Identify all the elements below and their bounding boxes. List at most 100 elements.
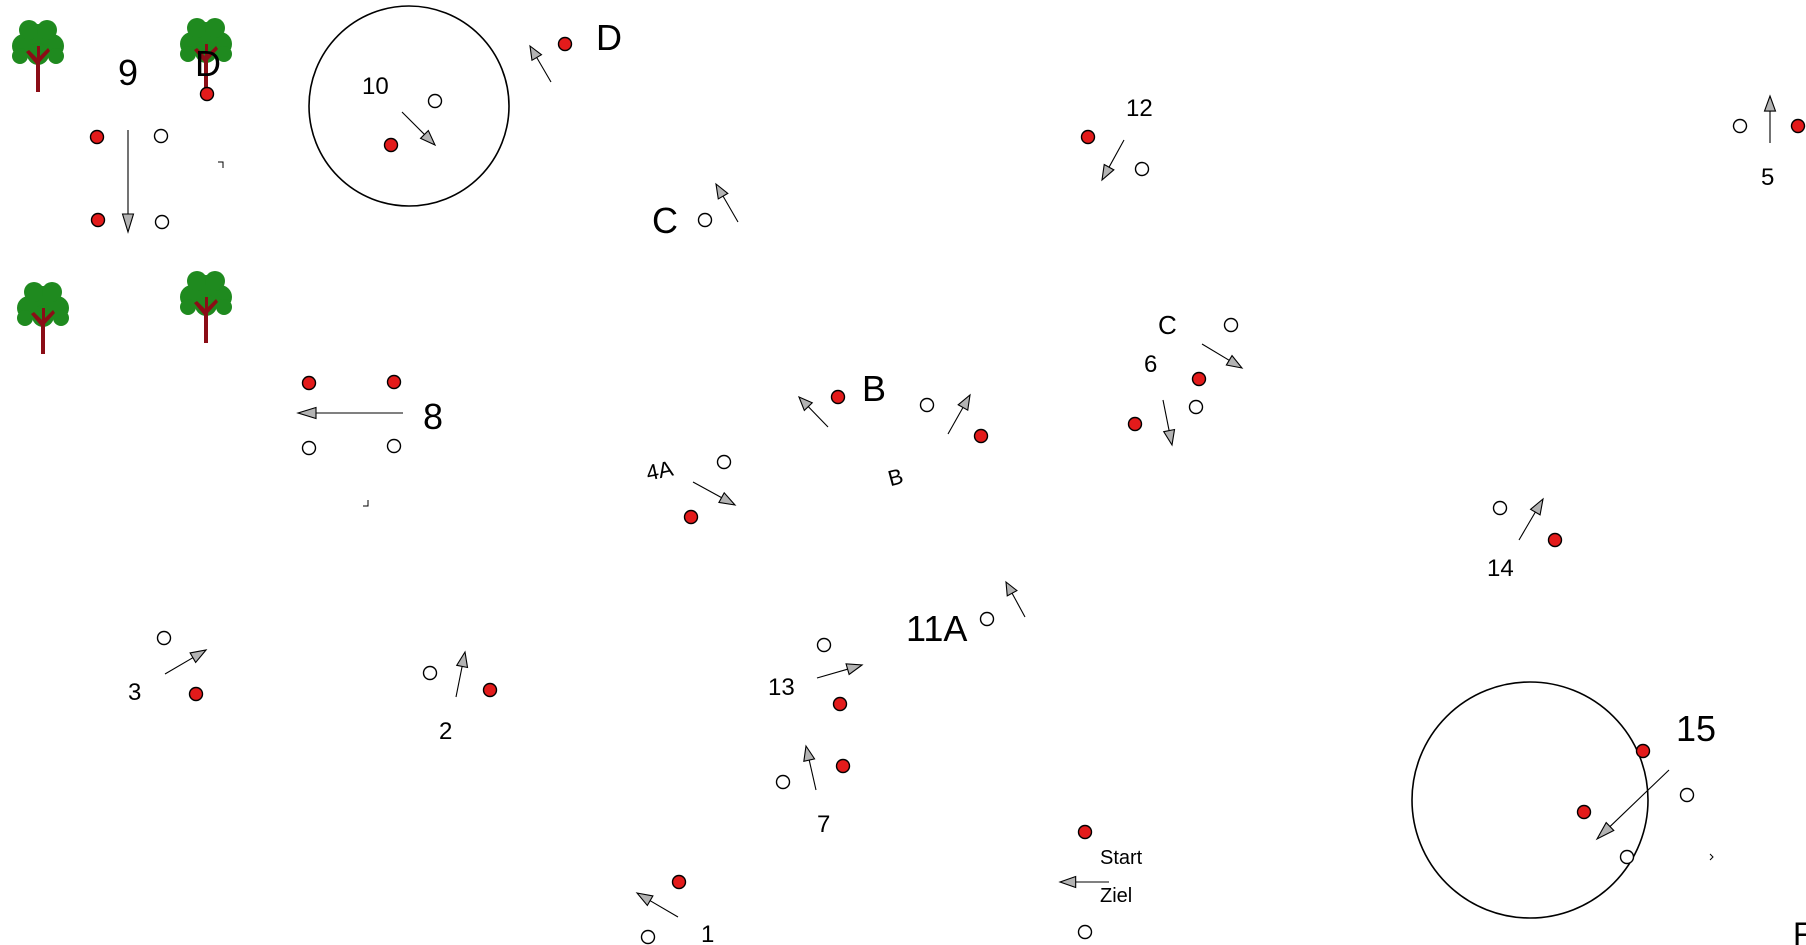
red-cone-marker-icon [1790,118,1806,134]
direction-arrow-icon [816,663,864,679]
red-cone-marker-icon [683,509,699,525]
zone-circle-station-15 [1411,681,1649,919]
station-label-6: 6 [1144,351,1157,378]
red-cone-marker-icon [482,682,498,698]
station-label-2: 2 [439,718,452,745]
red-cone-marker-icon [301,375,317,391]
white-cone-marker-icon [427,93,443,109]
tree-icon [180,271,232,343]
station-label-9: 9 [118,52,138,93]
white-cone-marker-icon [716,454,732,470]
direction-arrow-icon [401,111,437,147]
station-label-5: 5 [1761,164,1774,191]
white-cone-marker-icon [1134,161,1150,177]
direction-arrow-icon [1518,497,1544,541]
corner-tick [1709,853,1714,861]
direction-arrow-icon [529,44,552,83]
markers-layer [89,36,1806,945]
white-cone-marker-icon [1223,317,1239,333]
station-label-14: 14 [1487,555,1514,582]
red-cone-marker-icon [1127,416,1143,432]
gate-label-b-large: B [862,368,886,409]
red-cone-marker-icon [199,86,215,102]
white-cone-marker-icon [697,212,713,228]
red-cone-marker-icon [188,686,204,702]
red-cone-marker-icon [89,129,105,145]
station-label-10: 10 [362,73,389,100]
gate-label-c-small: C [1158,310,1177,340]
white-cone-marker-icon [1077,924,1093,940]
station-label-3: 3 [128,679,141,706]
corner-tick [363,500,369,507]
red-cone-marker-icon [835,758,851,774]
red-cone-marker-icon [90,212,106,228]
white-cone-marker-icon [1188,399,1204,415]
direction-arrow-icon [455,650,469,698]
direction-arrow-icon [715,182,739,223]
direction-arrow-icon [1005,580,1026,618]
station-label-7: 7 [817,811,830,838]
white-cone-marker-icon [1679,787,1695,803]
white-cone-marker-icon [156,630,172,646]
gate-label-f-edge: F [1793,916,1806,945]
direction-arrow-icon [1058,875,1109,889]
gate-label-b-small: B [885,463,906,491]
tree-icon [12,20,64,92]
direction-arrow-icon [164,649,208,675]
white-cone-marker-icon [1492,500,1508,516]
red-cone-marker-icon [386,374,402,390]
white-cone-marker-icon [386,438,402,454]
direction-arrow-icon [1595,769,1670,841]
zone-circle-station-10 [308,5,510,207]
red-cone-marker-icon [1191,371,1207,387]
station-label-4a: 4A [644,456,676,486]
white-cone-marker-icon [816,637,832,653]
direction-arrow-icon [1201,343,1244,369]
station-label-8: 8 [423,396,443,437]
direction-arrow-icon [1101,139,1125,182]
corner-tick [218,161,224,168]
white-cone-marker-icon [640,929,656,945]
direction-arrow-icon [1162,399,1176,447]
red-cone-marker-icon [973,428,989,444]
white-cone-marker-icon [1732,118,1748,134]
station-label-15: 15 [1676,708,1716,749]
red-cone-marker-icon [1547,532,1563,548]
red-cone-marker-icon [383,137,399,153]
direction-arrow-icon [1763,94,1777,143]
direction-arrow-icon [692,481,737,506]
direction-arrow-icon [947,393,971,435]
station-label-13: 13 [768,674,795,701]
station-label-1: 1 [701,921,714,945]
station-label-12: 12 [1126,95,1153,122]
direction-arrow-icon [296,406,403,420]
red-cone-marker-icon [1576,804,1592,820]
red-cone-marker-icon [1077,824,1093,840]
tree-icon [17,282,69,354]
direction-arrow-icon [803,744,817,791]
white-cone-marker-icon [301,440,317,456]
direction-arrow-icon [635,892,679,918]
gate-label-c-large: C [652,200,678,241]
white-cone-marker-icon [422,665,438,681]
direction-arrow-icon [797,395,829,428]
finish-label: Ziel [1100,885,1132,907]
gate-label-d-right: D [596,17,622,58]
red-cone-marker-icon [1080,129,1096,145]
direction-arrow-icon [121,130,135,234]
white-cone-marker-icon [1619,849,1635,865]
red-cone-marker-icon [832,696,848,712]
white-cone-marker-icon [154,214,170,230]
red-cone-marker-icon [1635,743,1651,759]
start-label: Start [1100,847,1143,869]
red-cone-marker-icon [557,36,573,52]
white-cone-marker-icon [919,397,935,413]
red-cone-marker-icon [830,389,846,405]
white-cone-marker-icon [775,774,791,790]
station-label-11a: 11A [906,608,967,649]
arrows-layer [121,44,1777,918]
red-cone-marker-icon [671,874,687,890]
gate-label-d-left: D [195,43,221,84]
white-cone-marker-icon [979,611,995,627]
